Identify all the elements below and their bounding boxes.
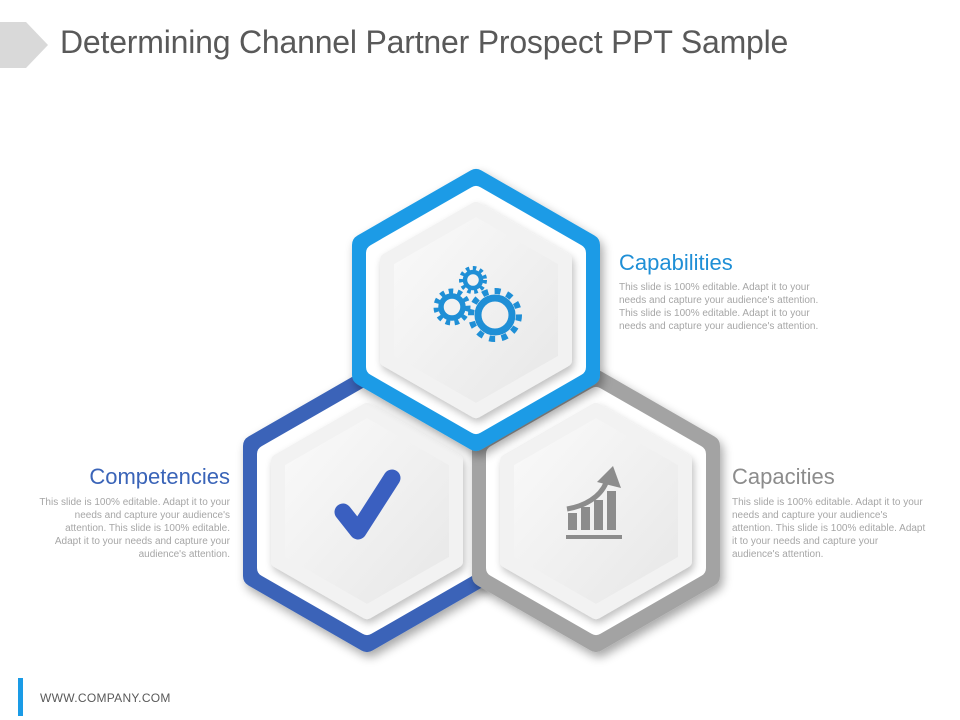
competencies-heading: Competencies bbox=[89, 464, 230, 489]
title-arrow-shape bbox=[0, 22, 48, 68]
gears-icon bbox=[433, 266, 522, 342]
capabilities-heading: Capabilities bbox=[619, 250, 733, 275]
footer-website: WWW.COMPANY.COM bbox=[40, 691, 171, 705]
growth-chart-icon bbox=[566, 466, 622, 539]
checkmark-icon bbox=[334, 469, 401, 540]
capacities-heading: Capacities bbox=[732, 464, 835, 489]
capacities-description: This slide is 100% editable. Adapt it to… bbox=[732, 497, 926, 560]
capabilities-description: This slide is 100% editable. Adapt it to… bbox=[619, 282, 819, 332]
competencies-description: This slide is 100% editable. Adapt it to… bbox=[39, 497, 230, 560]
footer-accent-bar bbox=[18, 678, 23, 716]
page-title: Determining Channel Partner Prospect PPT… bbox=[60, 24, 789, 60]
